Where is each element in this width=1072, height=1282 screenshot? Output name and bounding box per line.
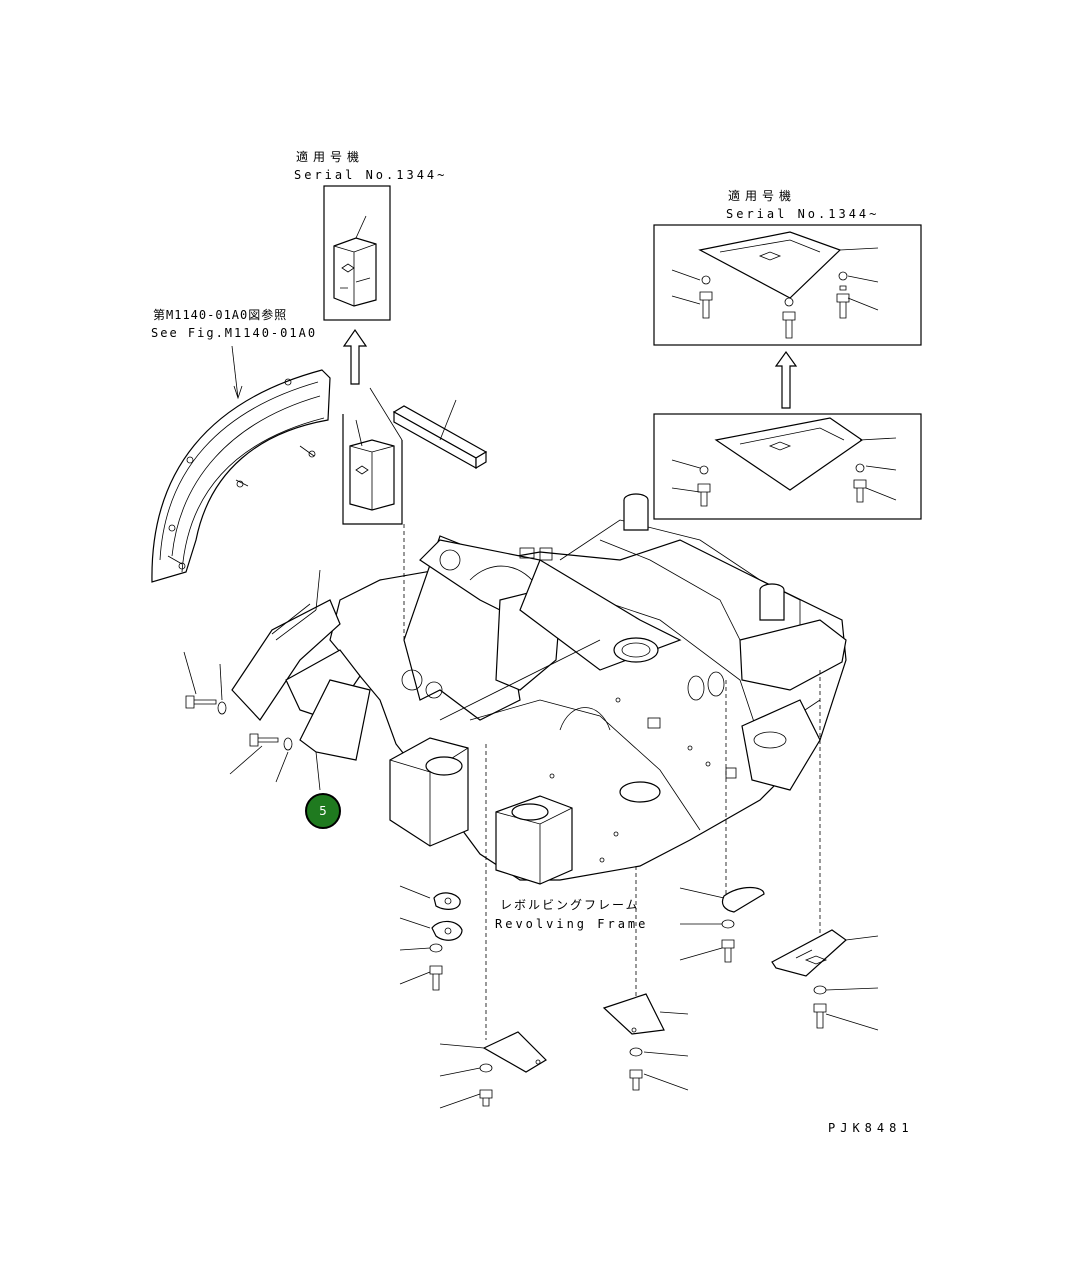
inset-box-top: [323, 185, 391, 321]
see-fig-label-en: See Fig.M1140-01A0: [151, 326, 318, 340]
revolving-frame: [329, 493, 847, 885]
serial-label-right-en: Serial No.1344~: [726, 207, 880, 221]
arrow-up-right: [774, 350, 798, 409]
callout-5-number: 5: [319, 804, 327, 818]
serial-label-top-jp: 適用号機: [296, 150, 365, 164]
inset-box-left-block: [342, 387, 403, 525]
bar-part: [392, 399, 488, 470]
arrow-up-top: [342, 328, 368, 385]
callout-5[interactable]: 5: [305, 793, 341, 829]
frame-label-jp: レボルビングフレーム: [500, 898, 640, 912]
serial-label-right-jp: 適用号機: [728, 189, 797, 203]
drawing-code: PJK8481: [828, 1121, 914, 1135]
see-fig-label-jp: 第M1140-01A0図参照: [153, 308, 288, 322]
lower-right-parts: [679, 886, 879, 1031]
left-cover-plates: [183, 569, 371, 791]
lower-center-parts: [602, 993, 689, 1091]
curved-cover: [151, 345, 331, 583]
lower-left-parts: [399, 885, 547, 1109]
serial-label-top-en: Serial No.1344~: [294, 168, 448, 182]
frame-label-en: Revolving Frame: [495, 917, 649, 931]
inset-box-right-lower: [653, 413, 922, 520]
inset-box-right-upper: [653, 224, 922, 346]
